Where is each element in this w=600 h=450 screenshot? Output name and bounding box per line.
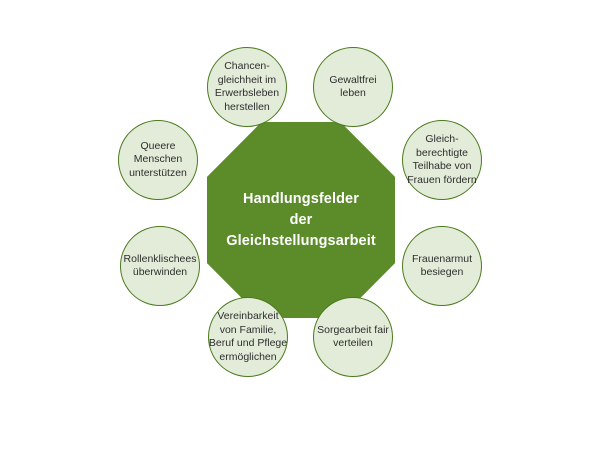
node-label-line: ermöglichen (219, 350, 277, 363)
node-label-line: Vereinbarkeit (217, 310, 279, 322)
node-label: Sorgearbeit fair verteilen (313, 324, 393, 351)
center-title-line: Handlungsfelder (243, 190, 359, 207)
node-gewaltfrei: Gewaltfrei leben (313, 47, 393, 127)
node-label-line: Sorgearbeit fair (317, 323, 389, 336)
node-label: Chancen- gleichheit im Erwerbsleben hers… (211, 60, 283, 114)
node-label-line: berechtigte (416, 146, 468, 159)
node-label-line: Teilhabe von (412, 160, 472, 172)
node-label: Rollenklischees überwinden (120, 253, 201, 280)
node-label-line: verteilen (333, 337, 373, 349)
node-label: Vereinbarkeit von Familie, Beruf und Pfl… (205, 310, 291, 364)
node-teilhabe: Gleich- berechtigte Teilhabe von Frauen … (402, 120, 482, 200)
node-label-line: Frauen fördern (407, 173, 477, 186)
node-label-line: Frauenarmut (411, 252, 473, 265)
node-label-line: überwinden (132, 266, 188, 278)
node-vereinbarkeit: Vereinbarkeit von Familie, Beruf und Pfl… (208, 297, 288, 377)
center-octagon: Handlungsfelder der Gleichstellungsarbei… (207, 122, 395, 318)
node-label-line: unterstützen (129, 166, 187, 179)
node-label-line: Beruf und Pflege (208, 337, 288, 349)
node-label-line: Erwerbsleben (214, 87, 280, 99)
node-label: Frauenarmut besiegen (408, 253, 476, 280)
node-label: Gleich- berechtigte Teilhabe von Frauen … (403, 133, 480, 187)
node-label-line: Gewaltfrei (329, 73, 377, 86)
node-label-line: besiegen (420, 266, 464, 278)
node-label-line: gleichheit im (217, 73, 277, 86)
node-rollenklischees: Rollenklischees überwinden (120, 226, 200, 306)
node-label-line: Rollenklischees (123, 252, 197, 265)
node-label-line: Queere (140, 139, 176, 152)
node-label: Gewaltfrei leben (325, 74, 380, 101)
node-label-line: leben (340, 87, 366, 99)
center-title-line: der (289, 211, 313, 228)
node-frauenarmut: Frauenarmut besiegen (402, 226, 482, 306)
node-label-line: Chancen- (224, 60, 270, 72)
node-label-line: von Familie, (219, 323, 277, 336)
node-chancengleichheit: Chancen- gleichheit im Erwerbsleben hers… (207, 47, 287, 127)
node-label-line: Gleich- (425, 133, 459, 145)
node-label: Queere Menschen unterstützen (125, 140, 191, 181)
center-title-line: Gleichstellungsarbeit (226, 232, 376, 249)
node-queere: Queere Menschen unterstützen (118, 120, 198, 200)
center-title: Handlungsfelder der Gleichstellungsarbei… (226, 189, 376, 252)
node-sorgearbeit: Sorgearbeit fair verteilen (313, 297, 393, 377)
node-label-line: Menschen (133, 153, 183, 166)
node-label-line: herstellen (224, 100, 270, 113)
